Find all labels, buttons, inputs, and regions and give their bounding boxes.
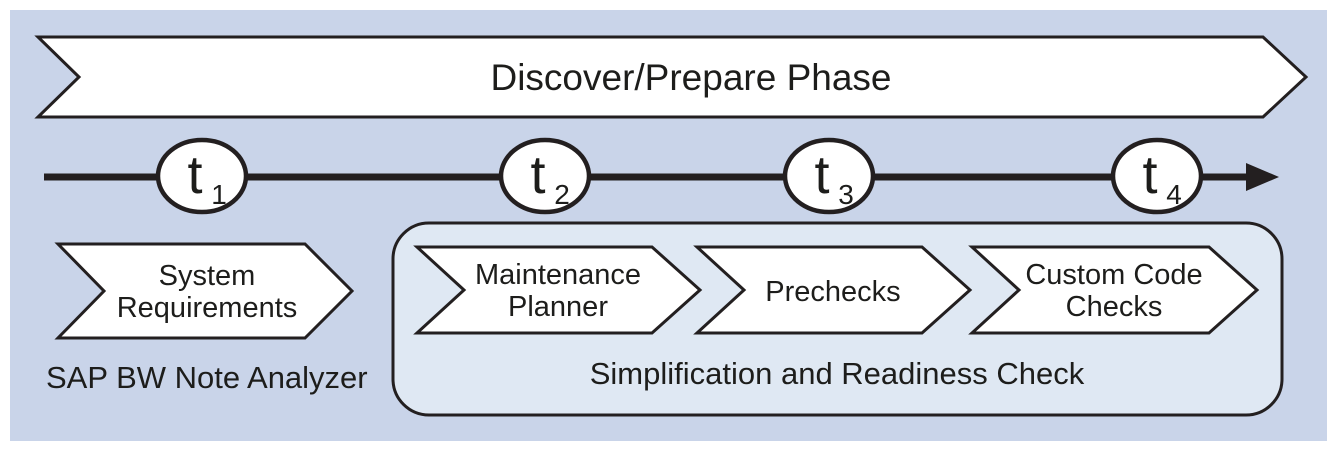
maintenance-planner-label-line2: Planner [508,291,608,323]
milestone-circle [1110,137,1204,215]
system-requirements-label-line2: Requirements [117,292,298,324]
milestone-symbol: t [814,145,829,205]
phase-banner-shape [34,35,1309,119]
simplification-readiness-caption: Simplification and Readiness Check [590,356,1085,391]
milestone-circle [498,137,592,215]
milestone-index: 2 [554,179,570,210]
phase-banner: Discover/Prepare Phase [34,35,1309,119]
milestone-circle [782,137,876,215]
milestone-index: 4 [1166,179,1182,210]
maintenance-planner-chevron [413,245,703,335]
sap-bw-track: System Requirements SAP BW Note Analyzer [46,242,368,395]
prechecks-chevron [693,245,973,335]
custom-code-checks-chevron [968,245,1260,335]
system-requirements-label-line1: System [159,260,256,292]
milestone-symbol: t [187,145,202,205]
milestone-index: 3 [838,179,854,210]
system-requirements-chevron [54,242,355,340]
milestone-symbol: t [530,145,545,205]
milestone-t3: t 3 [782,137,876,215]
custom-code-checks-label-line2: Checks [1066,291,1163,323]
sap-bw-note-analyzer-caption: SAP BW Note Analyzer [46,360,368,395]
milestone-circle [155,137,249,215]
milestone-t1: t 1 [155,137,249,215]
milestone-symbol: t [1142,145,1157,205]
maintenance-planner-label-line1: Maintenance [475,259,641,291]
milestone-t2: t 2 [498,137,592,215]
custom-code-checks-label-line1: Custom Code [1025,259,1202,291]
milestone-t4: t 4 [1110,137,1204,215]
milestone-index: 1 [211,179,227,210]
prechecks-label: Prechecks [765,276,900,308]
readiness-group: Maintenance Planner Prechecks Custom Cod… [391,221,1284,417]
timeline-arrowhead-icon [1246,163,1279,191]
phase-banner-label: Discover/Prepare Phase [490,57,891,98]
timeline: t 1 t 2 t 3 t 4 [44,137,1279,215]
